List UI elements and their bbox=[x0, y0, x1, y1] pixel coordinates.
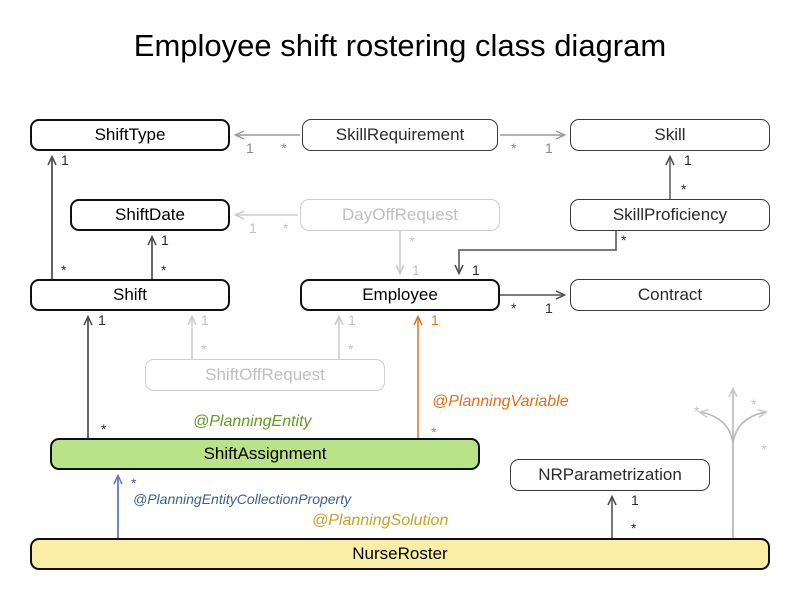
multiplicity-m-employee-dayoff-1: 1 bbox=[412, 262, 420, 278]
multiplicity-m-shift-shiftdate-n: * bbox=[161, 262, 167, 278]
edge-nurseroster-branch-trunk bbox=[697, 386, 769, 538]
page-title: Employee shift rostering class diagram bbox=[133, 28, 667, 63]
class-node-label: Contract bbox=[637, 285, 703, 304]
multiplicity-m-roster-branch-up: * bbox=[751, 396, 757, 412]
multiplicity-m-skillreq-shifttype-n: * bbox=[281, 140, 287, 156]
multiplicity-m-roster-assign-n: * bbox=[131, 475, 137, 491]
class-node-label: Skill bbox=[654, 125, 686, 144]
multiplicity-m-nrparam-roster-1: 1 bbox=[631, 492, 639, 508]
class-node-dayoffrequest[interactable]: DayOffRequest bbox=[300, 199, 500, 231]
multiplicity-m-skillreq-skill-n: * bbox=[511, 140, 517, 156]
class-node-employee[interactable]: Employee bbox=[300, 279, 500, 311]
class-node-skill[interactable]: Skill bbox=[570, 119, 770, 151]
annotation-planning-entity: @PlanningEntity bbox=[193, 413, 312, 430]
class-node-label: SkillRequirement bbox=[335, 125, 465, 144]
class-node-contract[interactable]: Contract bbox=[570, 279, 770, 311]
multiplicity-m-prof-employee-n: * bbox=[621, 232, 627, 248]
class-node-nrparametrization[interactable]: NRParametrization bbox=[510, 459, 710, 491]
multiplicity-m-offreq-employee-n: * bbox=[348, 341, 354, 357]
multiplicity-m-contract-employee-1: 1 bbox=[545, 300, 553, 316]
class-node-label: Shift bbox=[112, 285, 148, 304]
multiplicity-m-prof-skill-n: * bbox=[681, 181, 687, 197]
annotation-planning-solution: @PlanningSolution bbox=[312, 512, 449, 529]
multiplicity-m-roster-branch-right: * bbox=[761, 441, 767, 457]
class-node-skillrequirement[interactable]: SkillRequirement bbox=[302, 119, 498, 151]
multiplicity-m-shiftdate-shift-1: 1 bbox=[161, 232, 169, 248]
multiplicity-m-roster-nrparam-n: * bbox=[631, 520, 637, 536]
edge-skillproficiency-to-employee bbox=[454, 231, 617, 276]
multiplicity-m-offreq-shift-n: * bbox=[201, 341, 207, 357]
class-node-label: ShiftAssignment bbox=[203, 444, 327, 463]
class-node-skillproficiency[interactable]: SkillProficiency bbox=[570, 199, 770, 231]
multiplicity-m-shifttype-skillreq-1: 1 bbox=[246, 140, 254, 156]
class-node-shiftassignment[interactable]: ShiftAssignment bbox=[50, 438, 480, 470]
multiplicity-m-employee-offreq-1: 1 bbox=[348, 312, 356, 328]
multiplicity-m-shifttype-shift-1: 1 bbox=[61, 152, 69, 168]
multiplicity-m-skill-prof-1: 1 bbox=[684, 152, 692, 168]
multiplicity-m-dayoff-shiftdate-n: * bbox=[283, 220, 289, 236]
class-node-label: Employee bbox=[362, 285, 438, 304]
multiplicity-m-shift-shifttype-n: * bbox=[61, 262, 67, 278]
multiplicity-m-shiftdate-dayoff-1: 1 bbox=[249, 220, 257, 236]
class-node-shift[interactable]: Shift bbox=[30, 279, 230, 311]
class-node-label: SkillProficiency bbox=[612, 205, 728, 224]
multiplicity-m-roster-branch-left: * bbox=[694, 403, 700, 419]
class-node-label: ShiftOffRequest bbox=[205, 365, 325, 384]
class-node-label: ShiftDate bbox=[115, 205, 185, 224]
multiplicity-m-skill-skillreq-1: 1 bbox=[545, 140, 553, 156]
multiplicity-m-employee-prof-1: 1 bbox=[472, 262, 480, 278]
annotation-planning-entity-collection: @PlanningEntityCollectionProperty bbox=[133, 491, 352, 507]
multiplicity-m-employee-assign-1: 1 bbox=[431, 312, 439, 328]
annotation-planning-variable: @PlanningVariable bbox=[432, 393, 569, 410]
class-node-shiftoffrequest[interactable]: ShiftOffRequest bbox=[145, 359, 385, 391]
class-node-label: ShiftType bbox=[94, 125, 166, 144]
class-node-label: NurseRoster bbox=[352, 544, 448, 563]
class-node-shifttype[interactable]: ShiftType bbox=[30, 119, 230, 151]
multiplicity-m-shift-assign-1: 1 bbox=[98, 312, 106, 328]
class-node-label: DayOffRequest bbox=[342, 205, 458, 224]
class-node-label: NRParametrization bbox=[538, 465, 682, 484]
multiplicity-m-shift-offreq-1: 1 bbox=[201, 312, 209, 328]
multiplicity-m-assign-employee-n: * bbox=[431, 424, 437, 440]
multiplicity-m-assign-shift-n: * bbox=[101, 421, 107, 437]
class-node-nurseroster[interactable]: NurseRoster bbox=[30, 538, 770, 570]
multiplicity-m-dayoff-employee-n: * bbox=[409, 233, 415, 249]
class-node-shiftdate[interactable]: ShiftDate bbox=[70, 199, 230, 231]
multiplicity-m-employee-contract-n: * bbox=[511, 300, 517, 316]
